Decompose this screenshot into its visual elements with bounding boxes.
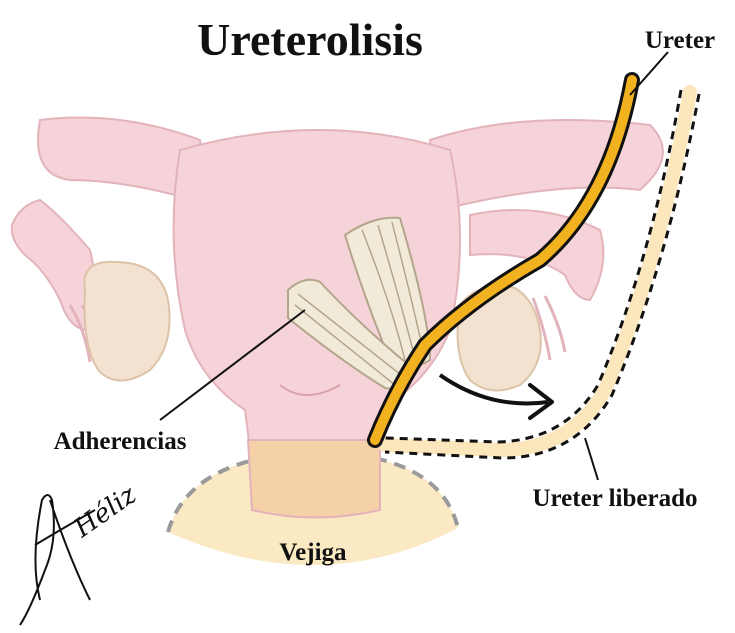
left-ovary	[84, 262, 169, 381]
label-ureter: Ureter	[645, 27, 715, 54]
label-freed-ureter: Ureter liberado	[532, 485, 697, 512]
diagram-title: Ureterolisis	[197, 14, 423, 65]
artist-signature: Héliz	[20, 480, 142, 625]
freed-ureter-leader-line	[585, 438, 598, 480]
label-adhesions: Adherencias	[54, 428, 187, 455]
label-bladder: Vejiga	[279, 539, 347, 566]
signature-text: Héliz	[68, 480, 142, 545]
